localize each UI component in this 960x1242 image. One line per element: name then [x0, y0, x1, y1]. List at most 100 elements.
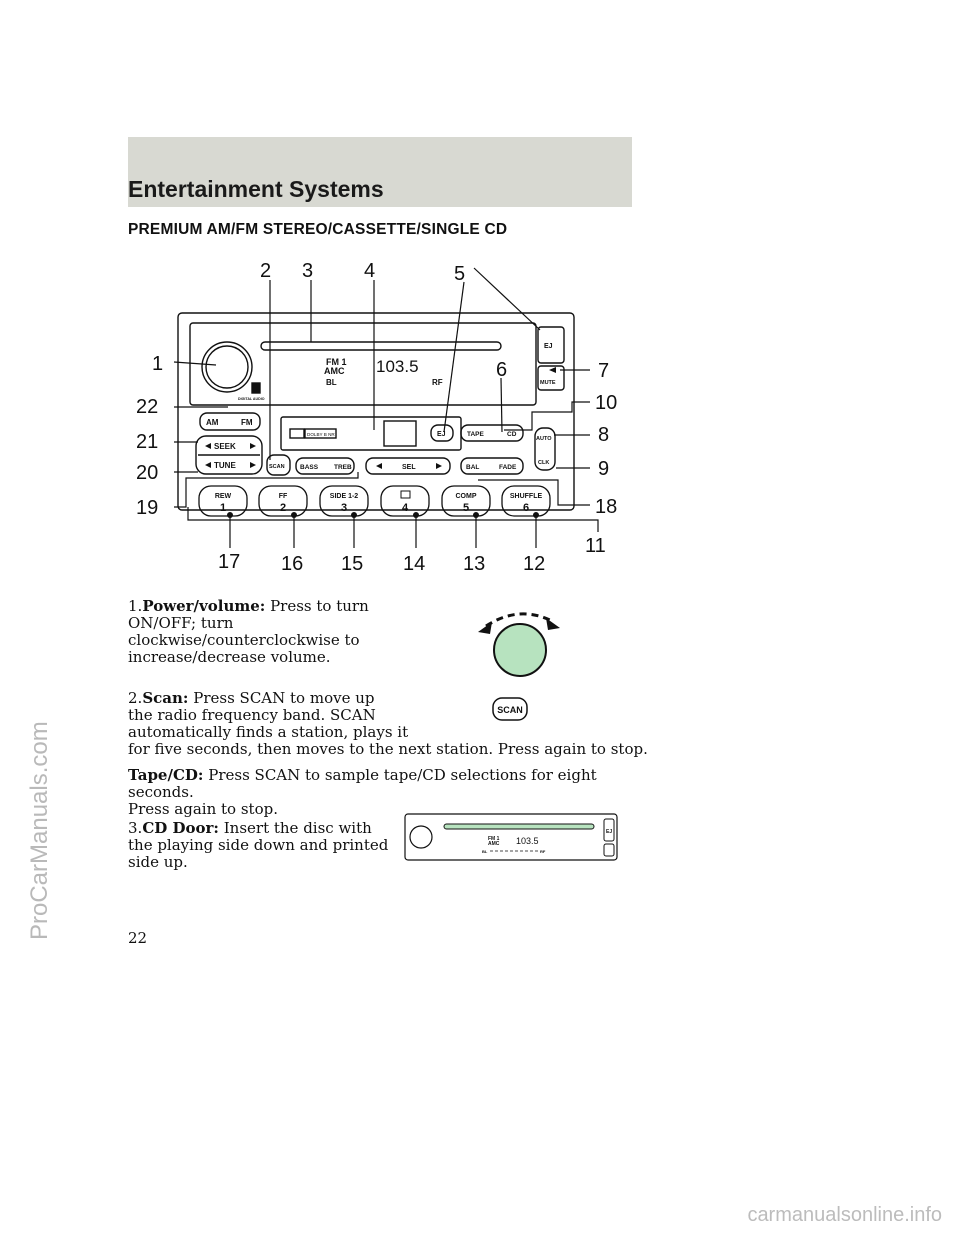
item-line: the radio frequency band. SCAN — [128, 706, 376, 724]
auto-label: AUTO — [536, 436, 552, 442]
preset-button-2 — [258, 485, 308, 517]
preset-buttons — [198, 485, 551, 517]
am-fm-button — [199, 412, 261, 431]
cd-door-illustration: FM 1 AMC 103.5 BL RF EJ — [404, 813, 618, 861]
callout-9: 9 — [598, 458, 609, 480]
bal-fade-button — [460, 457, 524, 475]
bal-label: BAL — [466, 464, 479, 471]
digital-audio-label: DIGITAL AUDIO — [238, 397, 265, 401]
item-term: Power/volume: — [142, 597, 266, 615]
item-number: 2. — [128, 689, 143, 707]
callout-15: 15 — [341, 553, 363, 575]
callout-10: 10 — [595, 392, 617, 414]
fm-label: FM — [241, 418, 253, 427]
item-line: Press again to stop. — [128, 800, 278, 818]
bass-treb-button — [295, 457, 355, 475]
tape-ej-label: EJ — [437, 431, 446, 438]
callout-3: 3 — [302, 260, 313, 282]
preset-button-3 — [319, 485, 369, 517]
scan-label: SCAN — [269, 464, 285, 470]
item-line: Insert the disc with — [223, 819, 372, 837]
callout-4: 4 — [364, 260, 375, 282]
callout-21: 21 — [136, 431, 158, 453]
item-line: clockwise/counterclockwise to — [128, 631, 360, 649]
mini-bal-left: BL — [482, 849, 488, 854]
item-power-volume: 1.Power/volume: Press to turn ON/OFF; tu… — [128, 598, 468, 666]
preset-1-top: REW — [215, 493, 232, 500]
fade-label: FADE — [499, 464, 517, 471]
dolby-label: DOLBY B NR — [307, 432, 335, 437]
preset-button-4 — [380, 485, 430, 517]
preset-3-top: SIDE 1-2 — [330, 493, 359, 500]
preset-5-num: 5 — [463, 502, 469, 514]
item-number: 1. — [128, 597, 143, 615]
callout-16: 16 — [281, 553, 303, 575]
callout-20: 20 — [136, 462, 158, 484]
item-line: Press to turn — [270, 597, 369, 615]
preset-2-top: FF — [279, 493, 288, 500]
mini-frequency: 103.5 — [516, 836, 539, 846]
display-band: FM 1 — [326, 357, 347, 367]
display-bal-left: BL — [326, 378, 337, 387]
callout-7: 7 — [598, 360, 609, 382]
preset-button-1 — [198, 485, 248, 517]
display-bal-right: RF — [432, 378, 443, 387]
item-number: 3. — [128, 819, 143, 837]
item-cd-door: 3.CD Door: Insert the disc with the play… — [128, 820, 408, 871]
radio-diagram: FM 1 AMC 103.5 BL RF DIGITAL AUDIO EJ MU… — [136, 260, 617, 575]
item-line: Press SCAN to sample tape/CD selections … — [128, 766, 597, 801]
am-label: AM — [206, 418, 219, 427]
mute-button — [537, 365, 565, 391]
callout-19: 19 — [136, 497, 158, 519]
callout-8: 8 — [598, 424, 609, 446]
callout-14: 14 — [403, 553, 425, 575]
callout-13: 13 — [463, 553, 485, 575]
page-header-title: Entertainment Systems — [128, 176, 384, 202]
clk-label: CLK — [538, 460, 549, 466]
preset-3-num: 3 — [341, 502, 347, 514]
preset-button-6 — [501, 485, 551, 517]
preset-button-5 — [441, 485, 491, 517]
dolby-icon — [289, 428, 305, 439]
cd-door-slot — [260, 341, 502, 351]
callout-22: 22 — [136, 396, 158, 418]
tape-window — [383, 420, 417, 447]
mini-ej: EJ — [606, 829, 612, 835]
scan-button — [266, 454, 291, 476]
preset-2-num: 2 — [280, 502, 286, 514]
item-line: for five seconds, then moves to the next… — [128, 740, 648, 758]
callout-17: 17 — [218, 551, 240, 573]
item-scan: 2.Scan: Press SCAN to move up the radio … — [128, 690, 648, 758]
sel-label: SEL — [402, 464, 416, 471]
sel-rocker — [365, 457, 451, 475]
callout-18: 18 — [595, 496, 617, 518]
seek-label: SEEK — [214, 442, 236, 451]
cd-logo-icon — [251, 382, 261, 394]
tape-cd-button — [460, 424, 524, 442]
item-line: the playing side down and printed — [128, 836, 389, 854]
item-line: Press SCAN to move up — [193, 689, 375, 707]
item-term: CD Door: — [142, 819, 219, 837]
preset-5-top: COMP — [456, 493, 477, 500]
ej-label: EJ — [544, 343, 553, 350]
preset-4-num: 4 — [402, 502, 409, 514]
cd-eject-button — [537, 326, 565, 364]
display-amc: AMC — [324, 366, 345, 376]
callout-5: 5 — [454, 263, 465, 285]
item-tape-cd: Tape/CD: Press SCAN to sample tape/CD se… — [128, 767, 648, 818]
preset-1-num: 1 — [220, 502, 226, 514]
tune-label: TUNE — [214, 461, 236, 470]
auto-clk-rocker — [534, 427, 556, 471]
callout-11: 11 — [585, 535, 606, 557]
watermark-side-text: ProCarManuals.com — [26, 721, 53, 940]
item-term: Scan: — [142, 689, 189, 707]
mini-band: FM 1 — [488, 836, 500, 842]
scan-button-icon: SCAN — [492, 697, 528, 721]
bass-label: BASS — [300, 464, 319, 471]
callout-2: 2 — [260, 260, 271, 282]
cd-label: CD — [507, 431, 517, 438]
preset-6-num: 6 — [523, 502, 529, 514]
mute-label: MUTE — [540, 380, 556, 386]
callout-1: 1 — [152, 353, 163, 375]
item-line: increase/decrease volume. — [128, 648, 331, 666]
